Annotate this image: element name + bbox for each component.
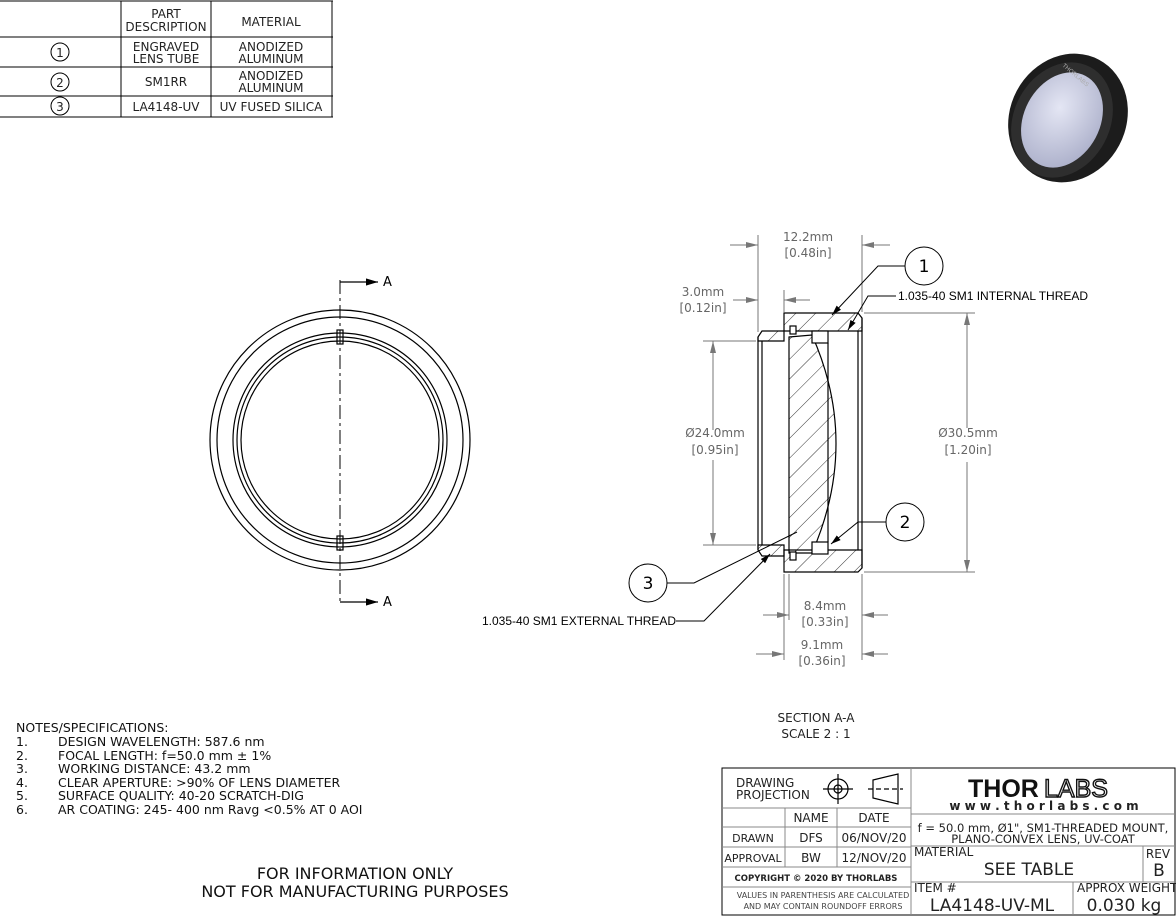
description-1: f = 50.0 mm, Ø1", SM1-THREADED MOUNT, <box>918 821 1169 835</box>
note-item: 2. FOCAL LENGTH: f=50.0 mm ± 1% <box>16 747 362 763</box>
dim-body2-in: [0.36in] <box>798 654 845 668</box>
approval-date: 12/NOV/20 <box>841 851 906 865</box>
row1-desc2: LENS TUBE <box>133 52 200 66</box>
note-text: AR COATING: 245- 400 nm Ravg <0.5% AT 0 … <box>58 801 363 817</box>
notes-list: 1. DESIGN WAVELENGTH: 587.6 nm 2. FOCAL LE… <box>16 735 362 816</box>
row3-desc: LA4148-UV <box>132 100 200 114</box>
thorlabs-logo: THOR LABS <box>968 774 1109 803</box>
website: w w w . t h o r l a b s . c o m <box>949 799 1138 813</box>
approval-label: APPROVAL <box>724 852 782 865</box>
parts-row-1-item: 1 <box>56 46 64 60</box>
note-text: DESIGN WAVELENGTH: 587.6 nm <box>58 734 265 749</box>
title-block <box>721 767 1176 916</box>
balloon-2-label: 2 <box>900 513 911 533</box>
drawn-label: DRAWN <box>732 832 774 845</box>
parts-row-3-item: 3 <box>56 100 64 114</box>
approval-name: BW <box>801 851 821 865</box>
section-view <box>757 312 863 573</box>
section-arrow-top-label: A <box>383 275 392 290</box>
row3-mat: UV FUSED SILICA <box>220 100 324 114</box>
rev-label: REV <box>1146 847 1171 861</box>
section-title: SECTION A-A <box>778 711 856 725</box>
drawn-name: DFS <box>799 831 823 845</box>
header-part: PART <box>151 7 181 21</box>
disclaimer-line-2: NOT FOR MANUFACTURING PURPOSES <box>201 882 509 901</box>
disclaimer-line-1: FOR INFORMATION ONLY <box>256 864 454 883</box>
dim-overall-in: [0.48in] <box>784 246 831 260</box>
front-view <box>209 278 471 606</box>
dim-thread-mm: 3.0mm <box>682 285 724 299</box>
note-item: 3. WORKING DISTANCE: 43.2 mm <box>16 762 362 776</box>
weight-value: 0.030 kg <box>1087 896 1162 916</box>
material-label: MATERIAL <box>914 845 974 859</box>
date-header: DATE <box>858 811 889 825</box>
parts-table <box>0 0 333 118</box>
parts-row-2-item: 2 <box>56 76 64 90</box>
note-item: 5. SURFACE QUALITY: 40-20 SCRATCH-DIG <box>16 789 362 803</box>
row2-mat2: ALUMINUM <box>238 81 303 95</box>
balloon-3-label: 3 <box>643 574 654 594</box>
logo-light: LABS <box>1044 775 1108 803</box>
row1-desc: ENGRAVED <box>133 40 199 54</box>
note-text: CLEAR APERTURE: >90% OF LENS DIAMETER <box>58 774 341 790</box>
note-text: FOCAL LENGTH: f=50.0 mm ± 1% <box>58 747 272 763</box>
dim-body-mm: 8.4mm <box>804 599 846 613</box>
description-2: PLANO-CONVEX LENS, UV-COAT <box>951 832 1135 846</box>
values-note-1: VALUES IN PARENTHESIS ARE CALCULATED <box>737 891 910 900</box>
row1-mat2: ALUMINUM <box>238 52 303 66</box>
rev-value: B <box>1153 861 1165 881</box>
projection-label-2: PROJECTION <box>736 788 810 802</box>
dimension-lines <box>703 235 975 660</box>
callout-leaders <box>628 246 944 622</box>
section-scale: SCALE 2 : 1 <box>781 727 850 741</box>
note-number: 2. <box>16 747 28 763</box>
values-note-2: AND MAY CONTAIN ROUNDOFF ERRORS <box>744 902 903 911</box>
drawn-date: 06/NOV/20 <box>841 831 906 845</box>
disclaimer: FOR INFORMATION ONLY NOT FOR MANUFACTURI… <box>150 865 560 901</box>
section-arrow-bottom-label: A <box>383 595 392 610</box>
dim-outer-in: [1.20in] <box>944 443 991 457</box>
item-label: ITEM # <box>914 881 957 895</box>
copyright: COPYRIGHT © 2020 BY THORLABS <box>735 874 898 884</box>
row2-mat: ANODIZED <box>239 69 303 83</box>
balloon-2-icon <box>50 72 70 92</box>
internal-thread-callout: 1.035-40 SM1 INTERNAL THREAD <box>898 289 1088 303</box>
dim-body-in: [0.33in] <box>801 615 848 629</box>
note-text: WORKING DISTANCE: 43.2 mm <box>58 761 251 776</box>
weight-label: APPROX WEIGHT <box>1077 881 1176 895</box>
product-photo: THORLABS <box>1008 53 1128 183</box>
item-value: LA4148-UV-ML <box>930 896 1055 916</box>
projection-symbol-icon <box>823 773 903 805</box>
note-item: 4. CLEAR APERTURE: >90% OF LENS DIAMETER <box>16 774 362 790</box>
notes-title: NOTES/SPECIFICATIONS: <box>16 720 169 735</box>
note-text: SURFACE QUALITY: 40-20 SCRATCH-DIG <box>58 788 304 803</box>
name-header: NAME <box>793 811 828 825</box>
dim-body2-mm: 9.1mm <box>801 638 843 652</box>
note-item: 6. AR COATING: 245- 400 nm Ravg <0.5% AT … <box>16 801 363 817</box>
row2-desc: SM1RR <box>145 75 187 89</box>
note-number: 1. <box>16 734 28 749</box>
dim-thread-in: [0.12in] <box>679 301 726 315</box>
note-number: 4. <box>16 774 28 790</box>
dim-overall-mm: 12.2mm <box>783 230 833 244</box>
balloon-3-icon <box>50 96 70 116</box>
note-number: 6. <box>16 801 28 817</box>
note-number: 3. <box>16 761 28 776</box>
dim-outer-mm: Ø30.5mm <box>938 426 998 440</box>
row1-mat: ANODIZED <box>239 40 303 54</box>
material-value: SEE TABLE <box>984 860 1074 880</box>
external-thread-callout: 1.035-40 SM1 EXTERNAL THREAD <box>482 614 676 628</box>
note-item: 1. DESIGN WAVELENGTH: 587.6 nm <box>16 735 362 749</box>
projection-label-1: DRAWING <box>736 776 794 790</box>
header-description: DESCRIPTION <box>125 20 206 34</box>
balloon-1-label: 1 <box>919 257 930 277</box>
balloon-1-icon <box>50 42 70 62</box>
note-number: 5. <box>16 788 28 803</box>
dim-inner-mm: Ø24.0mm <box>685 426 745 440</box>
header-material: MATERIAL <box>241 15 301 29</box>
logo-bold: THOR <box>968 775 1039 803</box>
dim-inner-in: [0.95in] <box>691 443 738 457</box>
